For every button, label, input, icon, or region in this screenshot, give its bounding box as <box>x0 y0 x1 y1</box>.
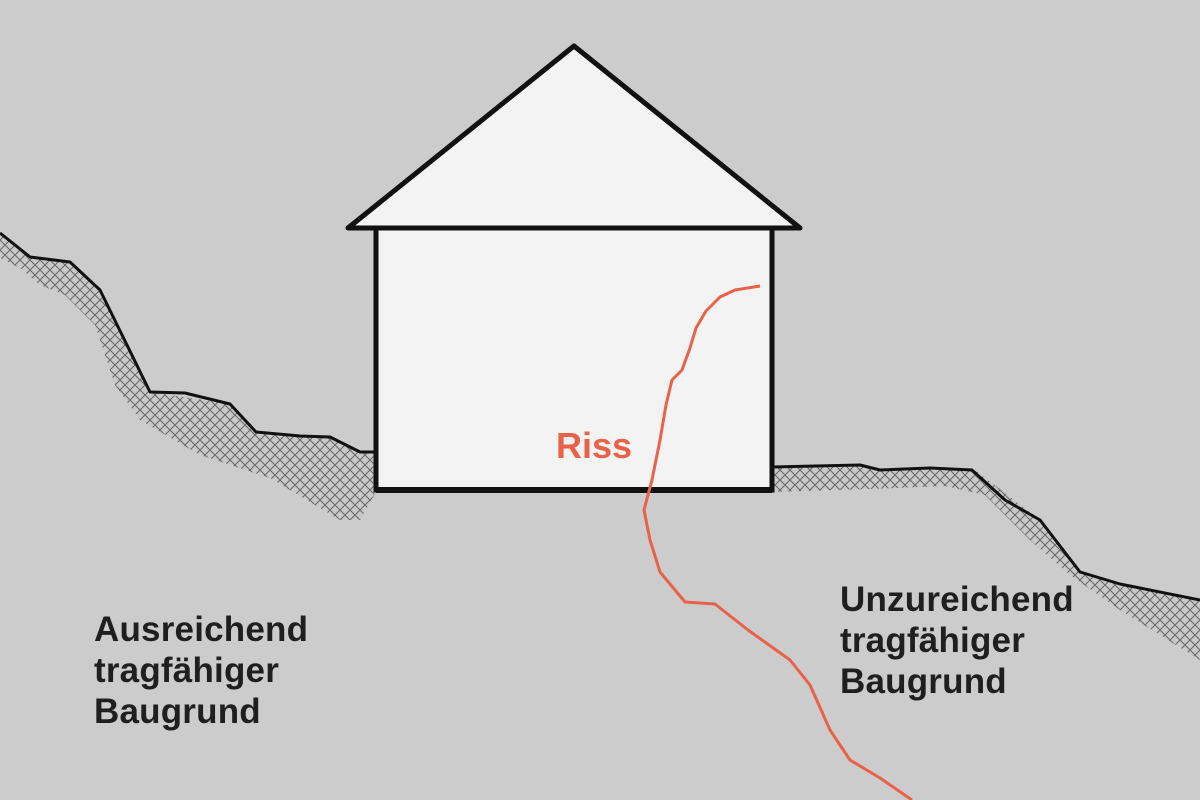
label-sufficient-ground-line-2: tragfähiger <box>94 651 280 690</box>
label-sufficient-ground-line-3: Baugrund <box>94 692 261 731</box>
label-insufficient-ground-line-3: Baugrund <box>840 662 1007 701</box>
crack-line-icon <box>642 284 913 800</box>
ground-line-right <box>771 463 1200 602</box>
crack-label: Riss <box>556 425 633 466</box>
ground-line-left <box>0 231 376 454</box>
house-roof <box>345 43 803 231</box>
label-sufficient-ground-line-1: Ausreichend <box>94 610 309 649</box>
label-insufficient-ground: Unzureichend tragfähiger Baugrund <box>840 579 1074 702</box>
soil-layer-hatched <box>0 233 1200 660</box>
label-insufficient-ground-line-1: Unzureichend <box>840 580 1074 619</box>
label-sufficient-ground: Ausreichend tragfähiger Baugrund <box>94 609 308 732</box>
label-insufficient-ground-line-2: tragfähiger <box>840 621 1026 660</box>
house-body <box>373 225 775 493</box>
